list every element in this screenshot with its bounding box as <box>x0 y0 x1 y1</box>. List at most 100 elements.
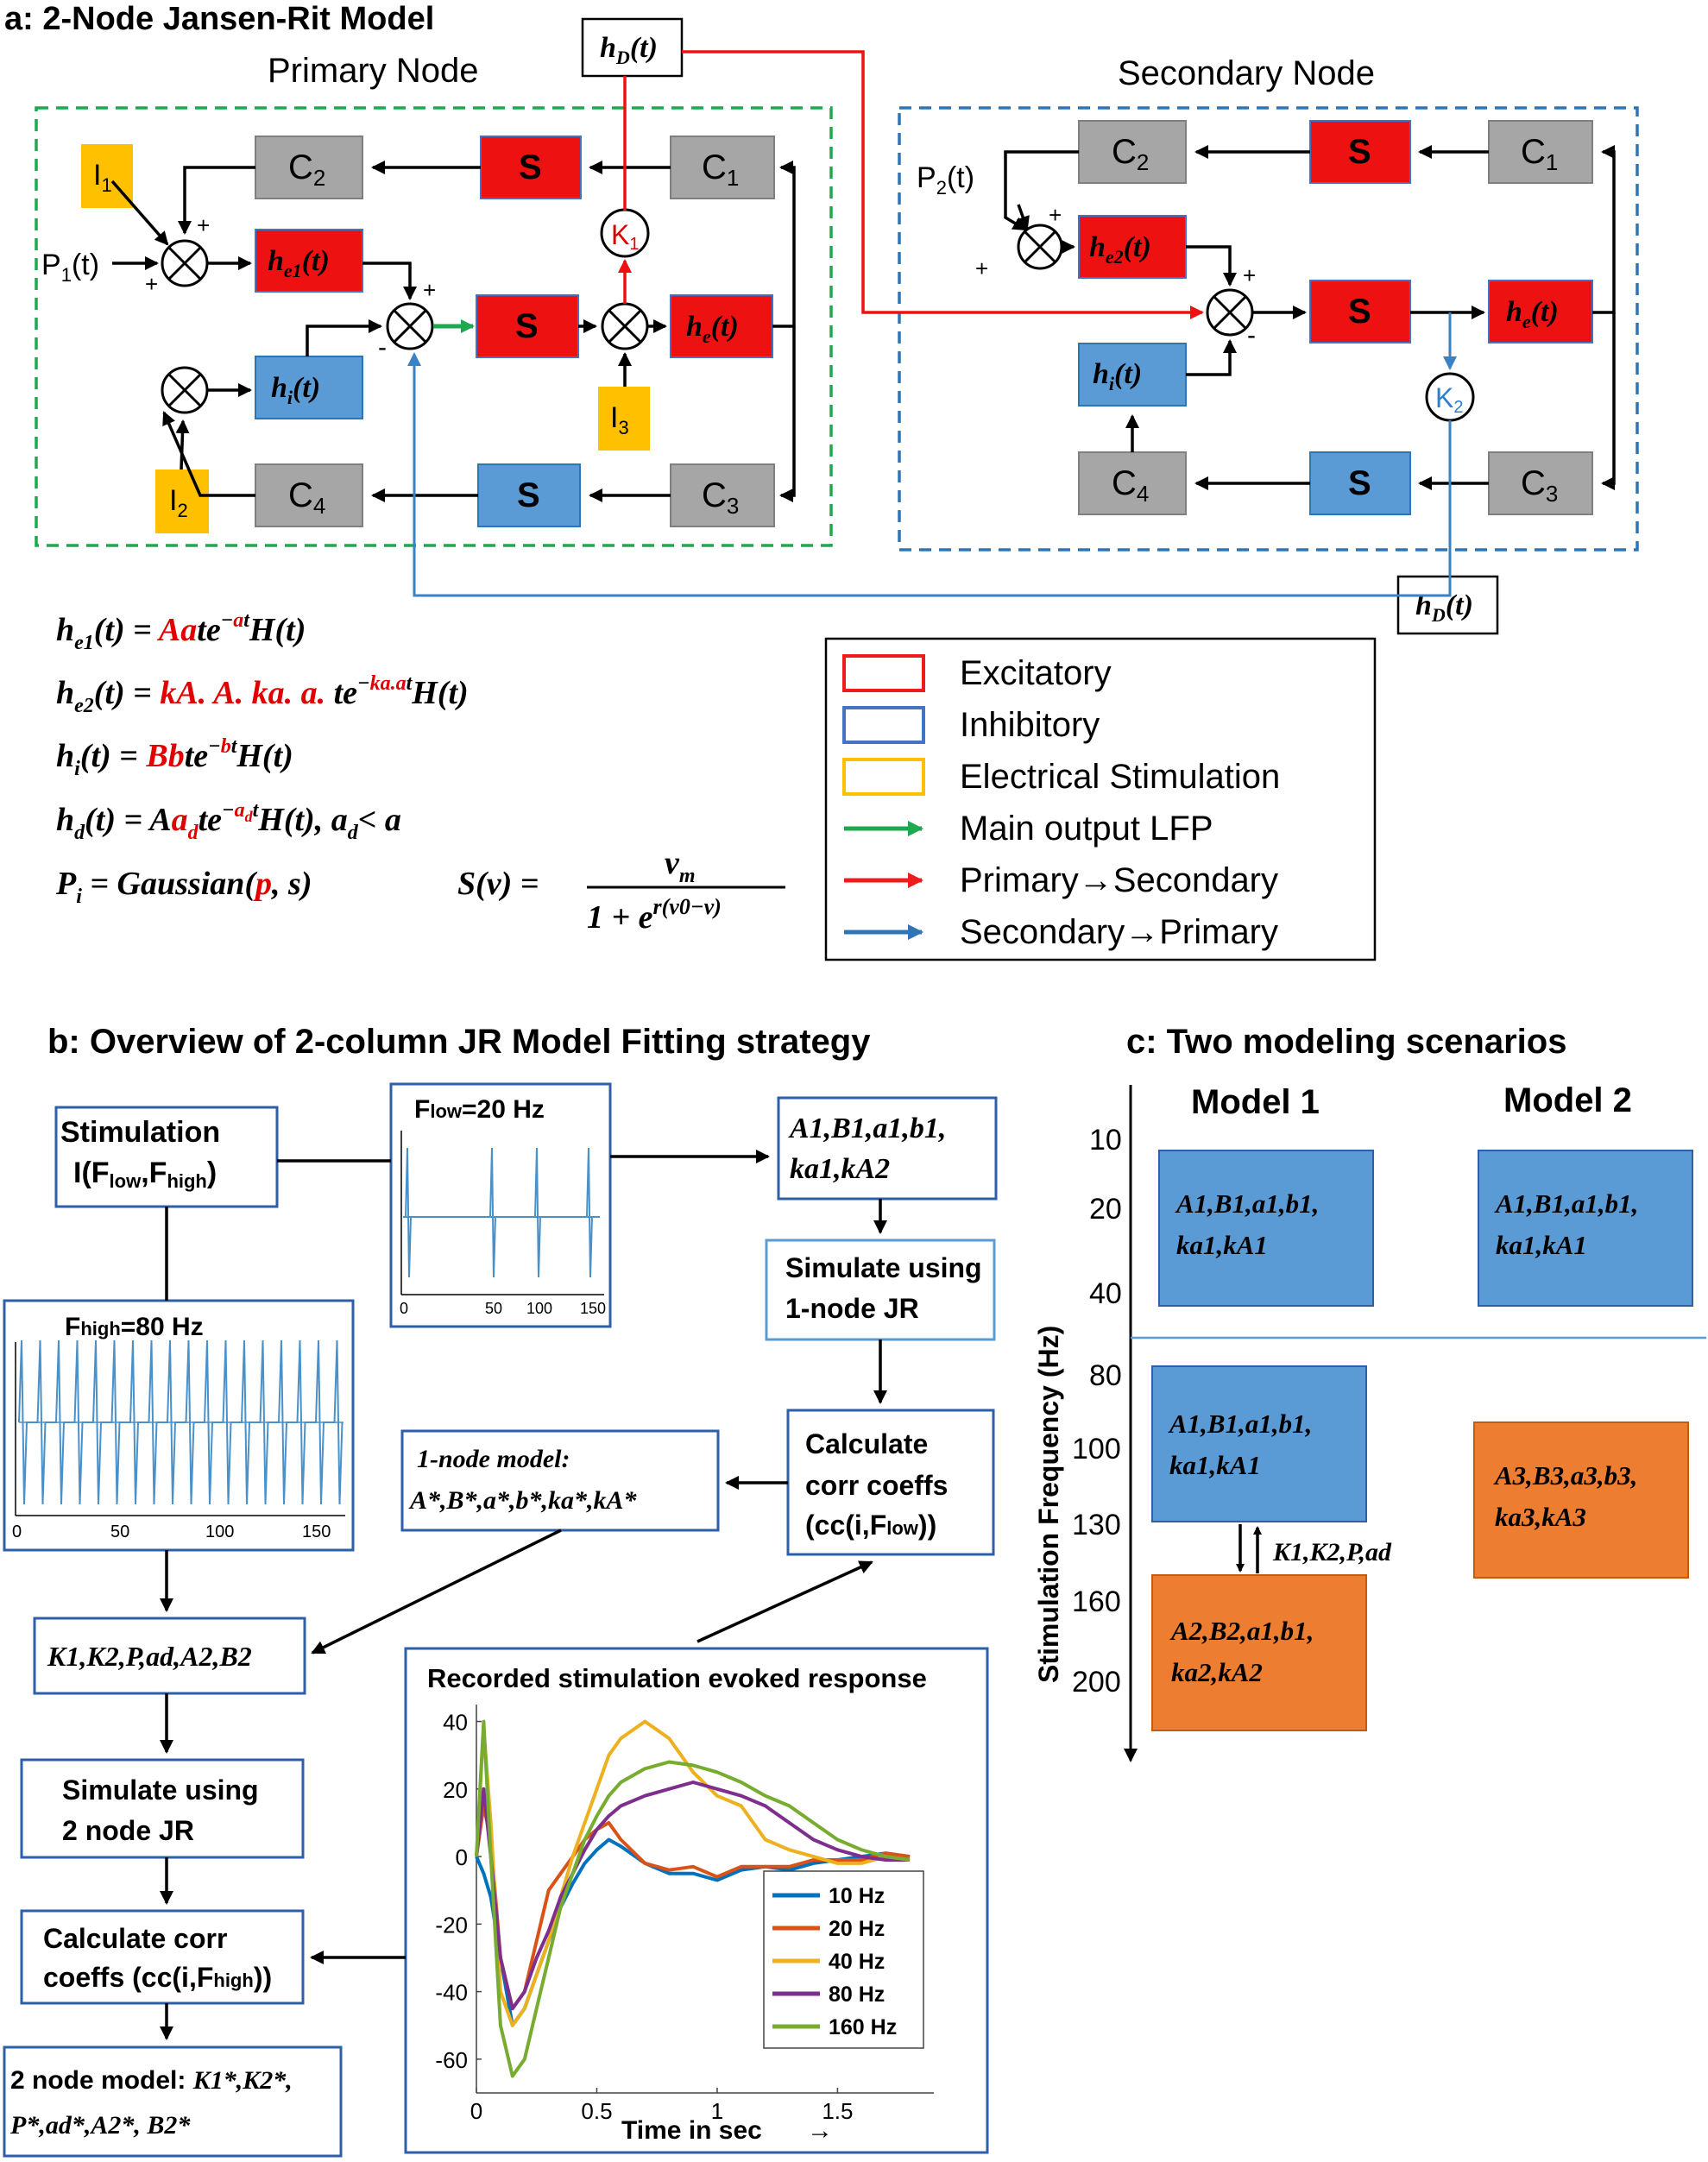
svg-text:coeffs (cc(i,Fhigh)): coeffs (cc(i,Fhigh)) <box>43 1962 272 1993</box>
block-he2 <box>1078 215 1187 279</box>
chart-legend-label: 160 Hz <box>829 2015 897 2039</box>
equation-Pi: Pi = Gaussian(p, s) <box>55 866 312 908</box>
svg-text:C2: C2 <box>1112 133 1149 175</box>
chart-legend-label: 10 Hz <box>829 1884 885 1908</box>
svg-text:+: + <box>423 277 436 303</box>
stim-block-I3 <box>598 387 650 451</box>
y-tick-label: 0 <box>456 1844 468 1870</box>
svg-text:C2: C2 <box>288 148 325 191</box>
svg-text:I1: I1 <box>93 159 112 196</box>
secondary-to-hD-line <box>1398 420 1452 597</box>
flow-plot-box <box>389 1082 612 1328</box>
y-tick-label: -40 <box>435 1980 468 2006</box>
svg-text:ka1,kA1: ka1,kA1 <box>1176 1230 1268 1260</box>
model2-low-box <box>1478 1150 1693 1307</box>
svg-text:S: S <box>1348 464 1371 502</box>
flow-plot-label: Flow=20 Hz <box>414 1095 545 1124</box>
svg-text:C1: C1 <box>1521 133 1558 175</box>
svg-text:100: 100 <box>205 1522 234 1541</box>
stimulation-formula: I(Flow,Fhigh) <box>73 1157 217 1192</box>
svg-text:0: 0 <box>12 1522 22 1541</box>
series-line-160-hz <box>475 1719 911 2078</box>
model1-high-box <box>1151 1574 1367 1731</box>
svg-text:S: S <box>1348 293 1371 331</box>
simulate-2node-box <box>20 1758 305 1859</box>
svg-text:C4: C4 <box>1112 464 1149 507</box>
svg-text:0: 0 <box>400 1300 408 1317</box>
svg-text:I2: I2 <box>169 484 188 521</box>
primary-node-title: Primary Node <box>268 52 479 90</box>
legend-label: Main output LFP <box>960 810 1213 848</box>
y-tick-label: 40 <box>443 1710 468 1736</box>
svg-text:he2(t): he2(t) <box>1089 231 1151 268</box>
svg-text:A1,B1,a1,b1,: A1,B1,a1,b1, <box>788 1113 946 1144</box>
block-S-secondary-top <box>1309 120 1411 184</box>
frequency-ticks: 10 20 40 80 100 130 160 200 <box>1072 1124 1122 1699</box>
legend-label: Secondary→Primary <box>960 913 1278 951</box>
sum-circle-3 <box>601 302 649 350</box>
svg-text:50: 50 <box>485 1300 502 1317</box>
svg-text:A1,B1,a1,b1,: A1,B1,a1,b1, <box>1175 1188 1319 1219</box>
block-he-secondary <box>1488 280 1593 344</box>
svg-text:S: S <box>517 476 540 514</box>
x-tick-label: 0 <box>470 2098 482 2124</box>
svg-text:(cc(i,Flow)): (cc(i,Flow)) <box>805 1510 936 1541</box>
block-C3-primary <box>670 463 775 527</box>
block-C3-secondary <box>1488 451 1593 515</box>
fhigh-plot-box <box>3 1299 355 1552</box>
legend-item: Secondary→Primary <box>844 913 1278 951</box>
primary-to-secondary-line <box>682 50 1204 319</box>
legend-label: Primary→Secondary <box>960 861 1278 899</box>
block-S-secondary-bottom <box>1309 451 1411 515</box>
model1-heading: Model 1 <box>1191 1083 1320 1121</box>
fhigh-plot-label: Fhigh=80 Hz <box>65 1313 204 1341</box>
block-C1-secondary <box>1488 120 1593 184</box>
equation-he1: he1(t) = Aate−atH(t) <box>56 609 306 654</box>
svg-text:-: - <box>378 333 387 362</box>
hD-bottom-label: hD(t) <box>1415 589 1473 626</box>
svg-text:50: 50 <box>110 1522 129 1541</box>
x-axis-label-arrow: → <box>807 2116 833 2145</box>
equation-hd: hd(t) = Aadte−adtH(t), ad< a <box>56 799 401 844</box>
svg-text:1-node model:: 1-node model: <box>417 1445 570 1473</box>
svg-text:200: 200 <box>1072 1666 1121 1699</box>
svg-text:2 node JR: 2 node JR <box>62 1815 194 1846</box>
block-C4-secondary <box>1078 451 1187 515</box>
panel-b-flow: Stimulation I(Flow,Fhigh) Flow=20 Hz 0 5… <box>3 1082 998 2158</box>
svg-text:ka1,kA1: ka1,kA1 <box>1169 1450 1261 1480</box>
primary-node-blocks: I1 C2 S C1 K1 he1(t) S he(t) hi(t) I3 I2… <box>41 76 796 533</box>
svg-text:20: 20 <box>1089 1193 1122 1226</box>
svg-text:160: 160 <box>1072 1585 1121 1618</box>
svg-text:he(t): he(t) <box>1506 296 1559 332</box>
svg-text:A1,B1,a1,b1,: A1,B1,a1,b1, <box>1494 1188 1638 1219</box>
hD-bottom-box <box>1396 575 1499 635</box>
svg-text:Stimulation: Stimulation <box>60 1116 220 1149</box>
svg-text:K2: K2 <box>1435 382 1463 417</box>
svg-text:100: 100 <box>1072 1433 1121 1465</box>
svg-text:Calculate corr: Calculate corr <box>43 1923 227 1954</box>
svg-text:A2,B2,a1,b1,: A2,B2,a1,b1, <box>1169 1616 1314 1646</box>
model2-heading: Model 2 <box>1503 1081 1632 1119</box>
sum-circle-5 <box>1017 224 1063 270</box>
legend-swatch <box>842 758 925 796</box>
stim-block-I2 <box>155 470 209 533</box>
panel-b-title: b: Overview of 2-column JR Model Fitting… <box>47 1023 871 1061</box>
legend-item: Primary→Secondary <box>844 861 1278 899</box>
secondary-to-primary-line <box>407 352 1398 597</box>
equation-S-den: 1 + er(v0−v) <box>587 894 722 936</box>
svg-text:C1: C1 <box>702 148 739 191</box>
svg-text:ka1,kA1: ka1,kA1 <box>1496 1230 1587 1260</box>
model2-high-box <box>1473 1421 1689 1579</box>
panel-c-title: c: Two modeling scenarios <box>1126 1023 1566 1061</box>
svg-text:Calculate: Calculate <box>805 1428 928 1459</box>
svg-text:Simulate using: Simulate using <box>62 1774 259 1806</box>
svg-text:A3,B3,a3,b3,: A3,B3,a3,b3, <box>1493 1460 1637 1491</box>
svg-text:C3: C3 <box>1521 464 1558 507</box>
block-he1 <box>255 229 363 293</box>
svg-text:1-node JR: 1-node JR <box>785 1293 919 1324</box>
block-C2-primary <box>255 136 363 199</box>
input-P1-label: P1(t) <box>41 249 99 286</box>
